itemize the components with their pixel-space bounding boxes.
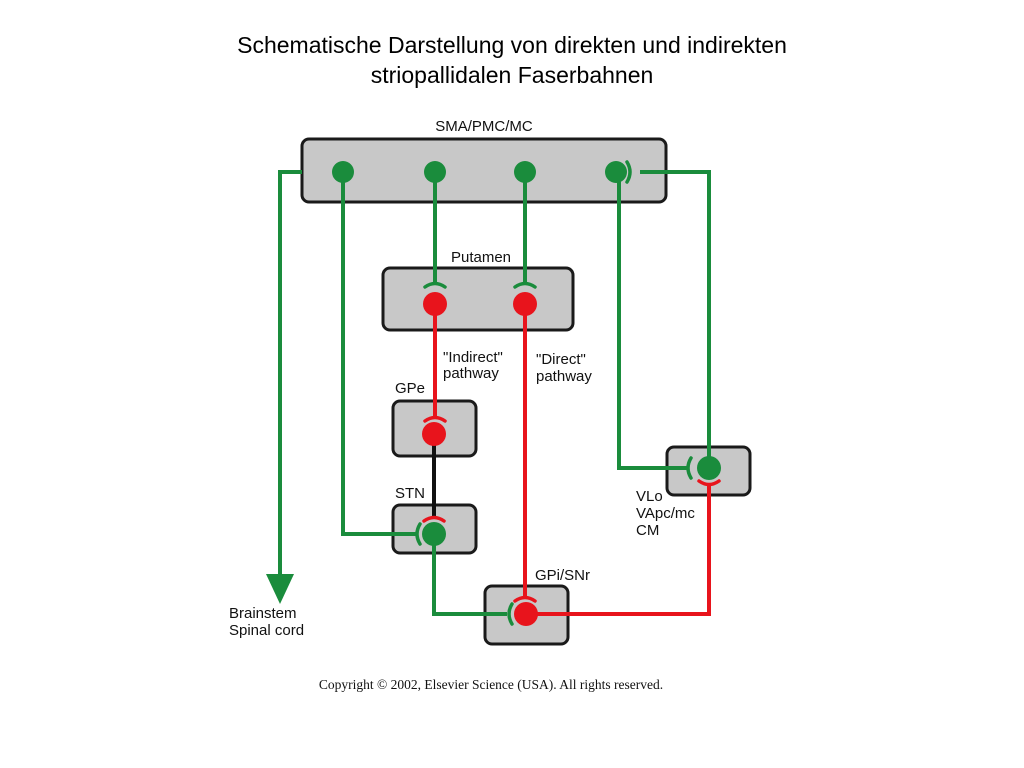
cortex-to-thalamus-line [617,172,688,470]
stn-synapse-cap-top [422,515,446,523]
stn-neuron [422,522,446,546]
cortex-neuron-4 [605,161,627,183]
gpi-label: GPi/SNr [535,567,590,584]
gpe-synapse-cap [423,415,447,423]
thalamus-to-cortex-line [640,170,711,468]
gpi-synapse-cap-top [513,595,537,603]
thalamus-synapse-cap-bottom [697,479,721,487]
putamen-box [381,266,575,332]
thalamus-label-3: CM [636,522,659,539]
cortex-neuron-2 [424,161,446,183]
indirect-pathway-label-2: pathway [443,365,499,382]
title-line-1: Schematische Darstellung von direkten un… [237,32,787,58]
putamen-synapse-cap-1 [423,281,447,289]
output-label-1: Brainstem [229,605,297,622]
cortex-neuron-3 [514,161,536,183]
cortex-neuron-1 [332,161,354,183]
indirect-pathway-label-1: "Indirect" [443,349,503,366]
neurons [332,161,721,626]
putamen-label: Putamen [451,249,511,266]
putamen-neuron-indirect [423,292,447,316]
thalamus-neuron [697,456,721,480]
putamen-neuron-direct [513,292,537,316]
synapse-caps [415,160,721,626]
stn-to-gpi-line [432,534,507,616]
title-line-2: striopallidalen Faserbahnen [370,62,654,88]
thalamus-label-1: VLo [636,488,663,505]
putamen-synapse-cap-2 [513,281,537,289]
thalamus-synapse-cap-left [686,456,693,480]
cortex-synapse-cap-right [625,160,632,184]
thalamus-label-2: VApc/mc [636,505,695,522]
direct-pathway-label-1: "Direct" [536,351,586,368]
inhibitory-connections [433,304,711,616]
cortex-to-stn-line [341,172,418,536]
excitatory-connections [278,170,711,616]
diagram-title: Schematische Darstellung von direkten un… [0,30,1024,90]
gpi-synapse-cap-left [507,602,514,626]
direct-pathway-label-2: pathway [536,368,592,385]
gpe-neuron [422,422,446,446]
cortex-label: SMA/PMC/MC [435,118,533,135]
output-line [278,170,302,582]
gpi-to-thalamus-line [527,484,711,616]
stn-label: STN [395,485,425,502]
gpe-label: GPe [395,380,425,397]
output-label-2: Spinal cord [229,622,304,639]
stn-synapse-cap-left [415,522,422,546]
copyright-text: Copyright © 2002, Elsevier Science (USA)… [319,677,663,692]
gpi-neuron [514,602,538,626]
output-arrowhead [266,574,294,604]
